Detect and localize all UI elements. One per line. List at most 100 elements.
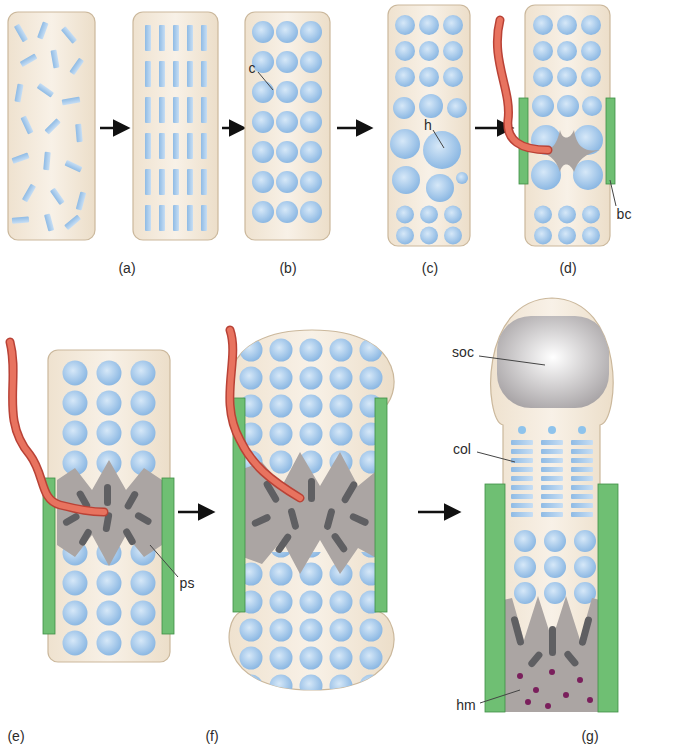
stage-a-condensation-part-part xyxy=(14,84,23,103)
stage-d-bone-collar-part xyxy=(603,203,604,204)
stage-e-primary-center-part-part xyxy=(122,527,137,546)
stage-g-growth-plate-part-part xyxy=(510,528,600,608)
stage-g-growth-plate-part-part-part xyxy=(571,440,593,445)
stage-d-bone-collar-part xyxy=(497,20,548,150)
stage-f-elongation-part-part-part xyxy=(340,480,358,504)
part-label: col xyxy=(453,441,471,457)
stage-g-growth-plate-part-part-part xyxy=(571,503,593,508)
part-label: h xyxy=(424,117,432,133)
leader-lines-part xyxy=(480,690,520,703)
stage-f-elongation-part xyxy=(236,336,386,692)
stage-g-growth-plate-part-part xyxy=(511,440,593,517)
stage-e-primary-center-part xyxy=(10,342,104,512)
part-label: bc xyxy=(617,206,632,222)
panel-label: (f) xyxy=(205,728,218,744)
stage-c-hypertrophy xyxy=(388,5,470,246)
leader-lines-part xyxy=(610,180,616,206)
stage-d-bone-collar-part xyxy=(531,204,603,246)
stage-g-growth-plate-part-part-part xyxy=(571,449,593,454)
stage-g-growth-plate-part-part-part xyxy=(571,458,593,463)
stage-b-chondrocytes-part xyxy=(245,12,330,240)
stage-a-condensation-part-part xyxy=(22,184,36,203)
stage-aligned-cells-part xyxy=(133,12,218,240)
stage-aligned-cells xyxy=(133,12,218,240)
stage-e-primary-center-part xyxy=(57,460,162,566)
stage-g-growth-plate-part-part-part xyxy=(511,467,533,472)
stage-f-elongation-part-part-part xyxy=(349,512,370,527)
stage-arrows-part xyxy=(178,511,212,514)
stage-a-condensation-part-part xyxy=(69,58,84,75)
stage-g-growth-plate xyxy=(485,298,618,712)
stage-g-growth-plate-part-part-part xyxy=(510,615,525,646)
stage-f-elongation-part-part xyxy=(236,336,386,476)
stage-d-bone-collar-part xyxy=(606,98,615,184)
stage-a-condensation xyxy=(8,12,95,240)
stage-arrows-part xyxy=(100,127,127,130)
stage-a-condensation-part-part xyxy=(20,116,33,135)
stage-g-growth-plate-part-part-part xyxy=(571,476,593,481)
stage-a-condensation-part-part xyxy=(50,188,65,205)
stage-f-elongation-part-part-part xyxy=(323,508,335,531)
stage-a-condensation-part-part xyxy=(20,53,38,67)
leader-lines-part xyxy=(477,452,515,462)
stage-g-growth-plate-part-part-part xyxy=(525,699,531,705)
stage-g-growth-plate-part-part-part xyxy=(511,512,533,517)
stage-c-hypertrophy-part xyxy=(393,12,465,90)
stage-d-bone-collar-part xyxy=(525,5,610,246)
stage-e-primary-center-part-part xyxy=(134,511,153,526)
leader-lines xyxy=(150,72,616,703)
panel-label: (g) xyxy=(581,728,598,744)
stage-b-chondrocytes-part xyxy=(251,20,323,230)
stage-g-growth-plate-part-part-part xyxy=(571,494,593,499)
stage-g-growth-plate-part-part-part xyxy=(587,697,593,703)
stage-g-growth-plate-part-part xyxy=(518,426,586,434)
stage-g-growth-plate-part-part-part xyxy=(511,449,533,454)
stage-f-elongation-part-part xyxy=(236,552,386,692)
panel-label: (d) xyxy=(559,260,576,276)
stage-a-condensation-part-part xyxy=(50,50,59,69)
stage-f-elongation-part-part-part xyxy=(274,532,292,554)
stage-g-growth-plate-part-part-part xyxy=(541,476,563,481)
part-label: hm xyxy=(456,697,475,713)
panel-label: (e) xyxy=(7,728,24,744)
stage-g-growth-plate-part-part-part xyxy=(541,485,563,490)
stage-aligned-cells-part xyxy=(143,25,213,231)
stage-g-growth-plate-part-part-part xyxy=(511,476,533,481)
stage-a-condensation-part xyxy=(8,12,95,240)
stage-a-condensation-part-part xyxy=(44,213,54,231)
stage-a-condensation-part-part xyxy=(75,124,83,142)
stage-g-growth-plate-part-part-part xyxy=(541,458,563,463)
stage-g-growth-plate-part-part-part xyxy=(533,687,539,693)
stage-g-growth-plate-part-part xyxy=(510,615,593,668)
stage-e-primary-center-part-part xyxy=(78,528,93,547)
panel-label: (c) xyxy=(422,260,438,276)
stage-g-growth-plate-part xyxy=(598,484,618,712)
stage-a-condensation-part-part xyxy=(43,152,51,170)
stage-g-growth-plate-part-part-part xyxy=(571,467,593,472)
stage-a-condensation-part-part xyxy=(62,96,81,105)
leader-lines-part xyxy=(479,356,545,365)
stage-c-hypertrophy-part-part xyxy=(456,172,468,184)
stage-f-elongation-part xyxy=(230,330,300,498)
stage-g-growth-plate-part-part-part xyxy=(578,426,586,434)
stage-f-elongation-part xyxy=(375,398,387,612)
stage-a-condensation-part-part xyxy=(12,152,30,163)
stage-d-bone-collar-part-part xyxy=(532,95,554,117)
stage-d-bone-collar-part xyxy=(497,20,548,150)
stage-e-primary-center xyxy=(10,342,174,662)
stage-g-growth-plate-part-part-part xyxy=(545,703,551,709)
stage-g-growth-plate-part-part-part xyxy=(527,650,544,668)
stage-c-hypertrophy-part-part xyxy=(392,166,420,194)
stage-arrows-part xyxy=(337,127,370,130)
stage-f-elongation-part-part xyxy=(251,478,370,554)
stage-d-bone-collar-part xyxy=(531,95,603,190)
stage-e-primary-center-part xyxy=(10,342,104,512)
stage-f-elongation-part-part-part xyxy=(251,513,272,528)
stage-c-hypertrophy-part-part xyxy=(419,94,443,118)
stage-g-growth-plate-part-part-part xyxy=(578,616,593,647)
stage-g-growth-plate-part-part xyxy=(497,316,609,408)
stage-a-condensation-part-part xyxy=(76,192,86,211)
stage-c-hypertrophy-part-part xyxy=(393,97,415,119)
